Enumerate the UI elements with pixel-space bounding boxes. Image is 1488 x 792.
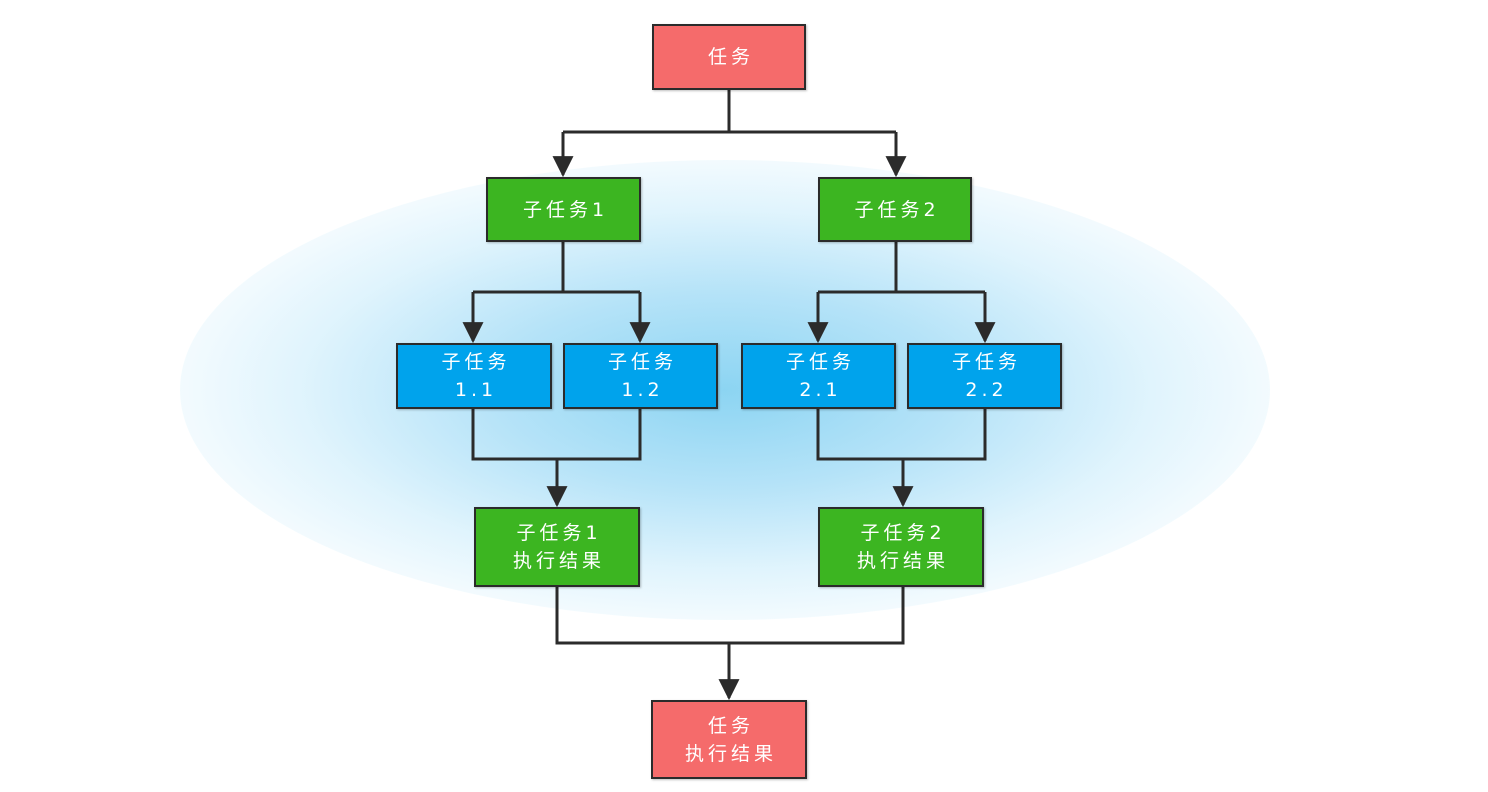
edge-sub1-split <box>473 242 640 294</box>
node-subtask-1-result-subtitle: 执行结果 <box>512 550 605 572</box>
node-subtask-1-result-title: 子任务1 <box>516 522 602 544</box>
node-subtask-1-result: 子任务1 执行结果 <box>474 507 640 587</box>
node-subtask-1: 子任务1 <box>486 177 641 242</box>
node-task-result-title: 任务 <box>707 714 754 737</box>
node-subtask-2-result-subtitle: 执行结果 <box>856 550 949 572</box>
node-task: 任务 <box>652 24 806 90</box>
node-task-result-subtitle: 执行结果 <box>684 742 777 765</box>
node-subtask-1-2-number: 1.2 <box>621 379 664 401</box>
node-subtask-2-label: 子任务2 <box>854 198 940 221</box>
edge-task-split <box>563 90 896 134</box>
node-task-result: 任务 执行结果 <box>651 700 807 779</box>
background-glow <box>180 160 1270 620</box>
node-subtask-2-1-label: 子任务 <box>785 351 855 373</box>
node-subtask-2-2-label: 子任务 <box>951 351 1021 373</box>
node-subtask-2-1: 子任务 2.1 <box>741 343 896 409</box>
node-subtask-2-1-number: 2.1 <box>799 379 842 401</box>
node-subtask-1-2: 子任务 1.2 <box>563 343 718 409</box>
node-task-label: 任务 <box>707 46 754 68</box>
node-subtask-2: 子任务2 <box>818 177 972 242</box>
node-subtask-2-result: 子任务2 执行结果 <box>818 507 984 587</box>
node-subtask-1-1-label: 子任务 <box>441 351 511 373</box>
node-subtask-1-1-number: 1.1 <box>454 379 498 401</box>
node-subtask-1-label: 子任务1 <box>522 198 609 221</box>
node-subtask-1-1: 子任务 1.1 <box>396 343 552 409</box>
edge-sub2-split <box>818 242 985 294</box>
node-subtask-2-2: 子任务 2.2 <box>907 343 1062 409</box>
node-subtask-2-result-title: 子任务2 <box>860 522 946 544</box>
node-subtask-2-2-number: 2.2 <box>965 379 1008 401</box>
node-subtask-1-2-label: 子任务 <box>607 351 677 373</box>
